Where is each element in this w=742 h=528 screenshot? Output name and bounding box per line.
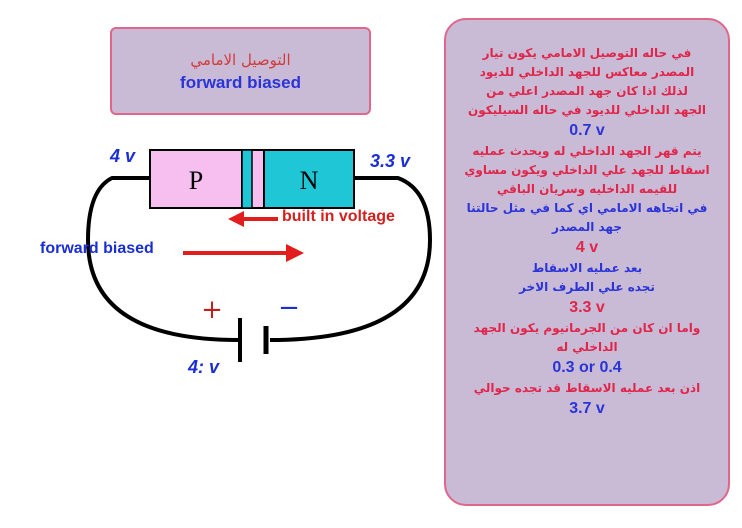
left-voltage-label: 4 v [110,146,136,166]
explanation-value: 3.3 v [569,299,605,316]
depletion-strip-left [241,149,253,209]
battery-minus-sign: − [278,293,300,323]
explanation-line: تجده علي الطرف الاخر [519,280,655,294]
right-voltage-label: 3.3 v [370,151,411,171]
explanation-line: الداخلي له [556,340,618,354]
p-region [149,149,243,209]
explanation-line: لذلك اذا كان جهد المصدر اعلي من [486,84,688,98]
forward-arrow-head [286,244,304,262]
n-label: N [300,166,319,195]
title-english: forward biased [180,73,301,92]
explanation-value: 3.7 v [569,400,605,417]
explanation-line: للقيمه الداخليه وسريان الباقي [496,182,678,196]
circuit-wire [86,176,432,342]
title-arabic: التوصيل الامامي [190,51,291,69]
explanation-lines: في حاله التوصيل الامامي يكون تيار المصدر … [454,44,720,420]
explanation-line: الجهد الداخلي للديود في حاله السيليكون [467,103,707,117]
battery-voltage-label: 4: v [188,357,220,377]
explanation-value: 4 v [575,239,599,256]
explanation-box: في حاله التوصيل الامامي يكون تيار المصدر … [444,18,730,506]
explanation-value: 0.3 or 0.4 [552,359,622,376]
explanation-line: اسقاط للجهد علي الداخلي ويكون مساوي [464,163,710,177]
n-region [263,149,355,209]
explanation-line: المصدر معاكس للجهد الداخلي للديود [479,65,695,79]
battery-plus-sign: + [201,295,223,325]
built-in-voltage-label: built in voltage [282,208,395,225]
explanation-line: واما ان كان من الجرمانيوم يكون الجهد [473,321,701,335]
explanation-line: جهد المصدر [551,220,622,234]
built-in-arrow-head [228,211,244,227]
explanation-line: في حاله التوصيل الامامي يكون تيار [482,46,692,60]
explanation-line: اذن بعد عمليه الاسقاط قد تجده حوالي [473,381,701,395]
explanation-line: في اتجاهه الامامي اي كما في مثل حالتنا [466,201,708,215]
explanation-value: 0.7 v [569,122,605,139]
forward-biased-label: forward biased [40,240,154,257]
explanation-line: بعد عمليه الاسقاط [531,261,643,275]
title-box: التوصيل الامامي forward biased [110,27,371,115]
p-label: P [189,166,203,195]
explanation-line: يتم قهر الجهد الداخلي له ويحدث عمليه [472,144,702,158]
